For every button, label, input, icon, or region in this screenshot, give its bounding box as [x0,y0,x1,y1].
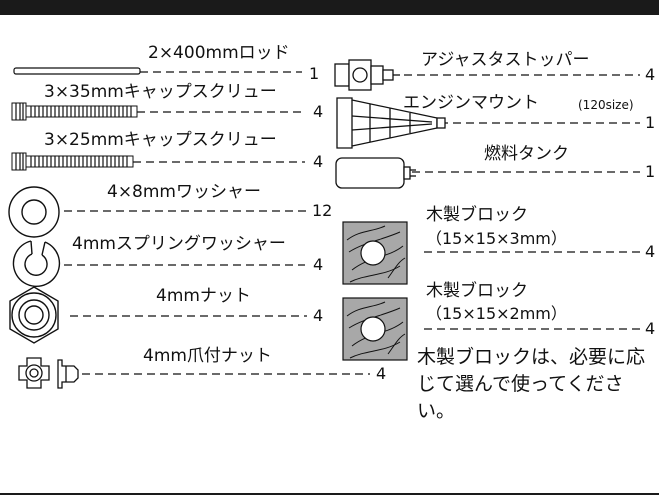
part-label-rod: 2×400mmロッド [148,43,290,63]
part-qty-cap-screw-35: 4 [313,102,324,121]
spring-washer-icon [12,240,61,288]
nut-icon [9,286,59,344]
part-qty-spring-washer: 4 [313,255,324,274]
part-size-wood-block-2mm: （15×15×2mm） [426,304,567,323]
part-qty-adjuster-stopper: 4 [645,65,656,84]
part-qty-wood-block-3mm: 4 [645,242,656,261]
wood-block-note: 木製ブロックは、必要に応じて選んで使ってください。 [417,346,646,422]
part-label-cap-screw-25: 3×25mmキャップスクリュー [44,130,277,150]
part-qty-nut: 4 [313,306,324,325]
part-qty-cap-screw-25: 4 [313,152,324,171]
part-label-nut: 4mmナット [156,286,251,306]
part-label-engine-mount: エンジンマウント [403,93,539,113]
part-label-t-nut: 4mm爪付ナット [143,346,272,366]
rod-icon [13,67,141,75]
wood-block-3mm-icon [342,221,408,285]
engine-mount-icon [336,97,446,149]
part-qty-rod: 1 [309,64,320,83]
part-qty-wood-block-2mm: 4 [645,319,656,338]
adjuster-stopper-icon [334,59,400,91]
part-label-adjuster-stopper: アジャスタストッパー [421,50,590,70]
part-qty-t-nut: 4 [376,364,387,383]
part-qty-washer: 12 [312,201,333,220]
wood-block-2mm-icon [342,297,408,361]
t-nut-icon [18,357,79,389]
part-qty-fuel-tank: 1 [645,162,656,181]
fuel-tank-icon [335,157,416,189]
top-border-bar [0,0,659,15]
part-label-wood-block-3mm: 木製ブロック [426,205,528,225]
part-label-washer: 4×8mmワッシャー [107,182,261,202]
part-label-spring-washer: 4mmスプリングワッシャー [72,234,286,254]
part-qty-engine-mount: 1 [645,113,656,132]
cap-screw-35-icon [11,102,138,121]
cap-screw-25-icon [11,152,134,171]
part-label-fuel-tank: 燃料タンク [484,144,569,164]
part-label-cap-screw-35: 3×35mmキャップスクリュー [44,82,277,102]
washer-icon [8,186,60,238]
part-size-wood-block-3mm: （15×15×3mm） [426,229,567,248]
bottom-border-line [0,493,659,495]
part-size-engine-mount: (120size) [578,98,634,112]
part-label-wood-block-2mm: 木製ブロック [426,281,528,301]
